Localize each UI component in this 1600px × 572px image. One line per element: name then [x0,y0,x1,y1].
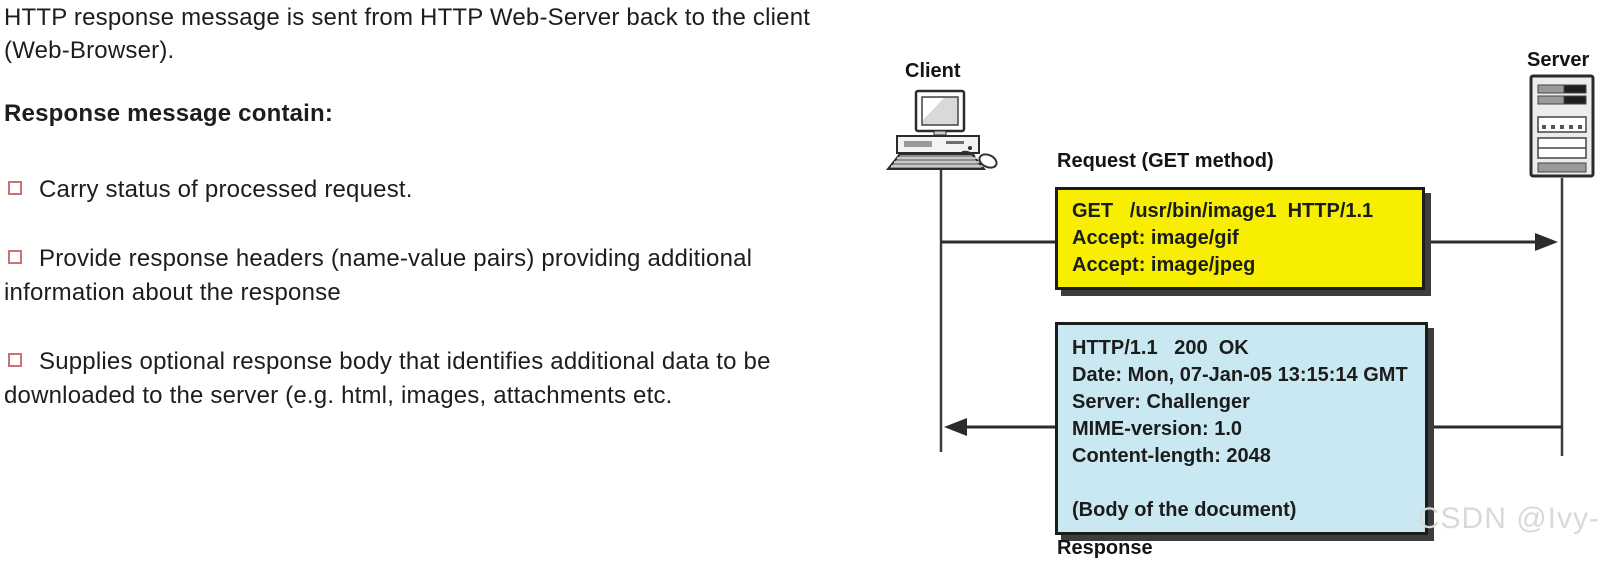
watermark: CSDN @Ivy- [1417,502,1600,535]
response-label: Response [1057,537,1153,559]
bullet-item: Carry status of processed request. [4,173,854,207]
response-line: MIME-version: 1.0 [1072,418,1243,440]
square-bullet-icon [8,353,22,367]
bullet-text: Carry status of processed request. [39,176,413,203]
client-label: Client [905,60,961,82]
section-heading: Response message contain: [4,100,334,127]
request-message-box: GET /usr/bin/image1 HTTP/1.1 Accept: ima… [1055,187,1425,290]
server-tower-icon [1529,74,1595,178]
response-line: (Body of the document) [1072,499,1297,521]
bullet-text: Provide response headers (name-value pai… [4,245,753,306]
response-line [1072,470,1425,497]
server-label: Server [1527,49,1590,71]
response-line: Content-length: 2048 [1072,445,1271,467]
bullet-item: Provide response headers (name-value pai… [4,242,854,310]
response-line: Server: Challenger [1072,391,1250,413]
request-label: Request (GET method) [1057,150,1274,172]
intro-paragraph: HTTP response message is sent from HTTP … [4,4,811,64]
request-line: GET /usr/bin/image1 HTTP/1.1 [1072,200,1374,222]
response-message-box: HTTP/1.1 200 OK Date: Mon, 07-Jan-05 13:… [1055,322,1428,535]
response-line: HTTP/1.1 200 OK [1072,337,1249,359]
request-line: Accept: image/jpeg [1072,254,1256,276]
request-line: Accept: image/gif [1072,227,1239,249]
square-bullet-icon [8,250,22,264]
client-computer-icon [885,89,998,170]
response-line: Date: Mon, 07-Jan-05 13:15:14 GMT [1072,364,1408,386]
bullet-text: Supplies optional response body that ide… [4,348,771,409]
bullet-item: Supplies optional response body that ide… [4,345,854,413]
square-bullet-icon [8,181,22,195]
